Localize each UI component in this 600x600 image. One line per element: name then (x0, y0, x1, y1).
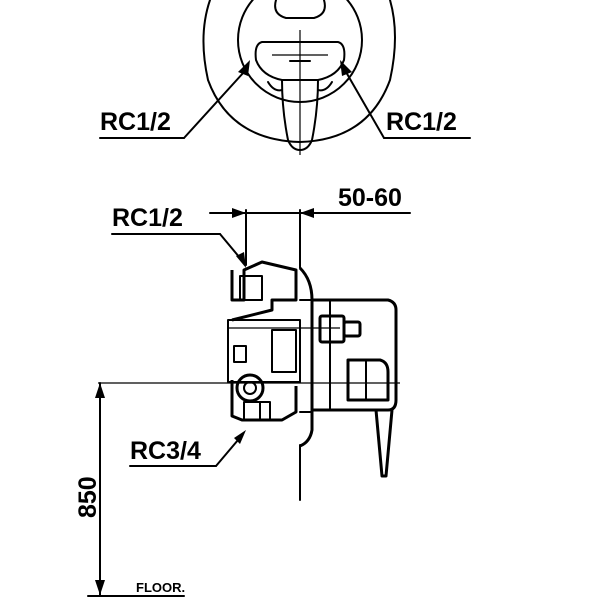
leader-left-arrowhead (238, 60, 250, 76)
dim-height-arrow-top (95, 383, 105, 398)
diverter-knob-profile (318, 314, 346, 344)
leader-side-arrowhead (236, 252, 246, 268)
dim-depth-arrow-left (232, 208, 246, 218)
leader-outlet-arrowhead (234, 430, 246, 444)
leader-right-arrowhead (340, 60, 352, 76)
diverter-knob-cap (342, 320, 362, 338)
dim-depth-arrow-right (300, 208, 314, 218)
label-inlet-side: RC1/2 (112, 204, 183, 232)
leader-outlet (215, 439, 239, 467)
front-view: RC1/2 RC1/2 (99, 0, 471, 155)
outlet-port-inner (243, 381, 257, 395)
label-inlet-left: RC1/2 (100, 108, 171, 136)
escutcheon-plate (202, 0, 396, 143)
dim-height-arrow-bottom (95, 580, 105, 595)
valve-body-mid (227, 319, 301, 383)
label-outlet: RC3/4 (130, 437, 201, 465)
handle-left-dimple (267, 81, 283, 92)
outlet-port-outer (235, 373, 265, 403)
escutcheon-inner (299, 299, 313, 413)
label-floor: FLOOR. (136, 580, 185, 595)
lever-handle-down (374, 409, 394, 478)
handle-right-dimple (317, 81, 333, 92)
label-inlet-right: RC1/2 (386, 108, 457, 136)
outlet-stub (243, 401, 271, 421)
side-view: 50-60 RC1/2 RC3/4 (74, 184, 411, 597)
valve-body-upper (230, 260, 298, 322)
leader-side (219, 233, 241, 259)
escutcheon-profile (298, 266, 314, 448)
valve-inlet-block (239, 275, 263, 301)
leader-right (345, 71, 385, 139)
valve-cartridge (271, 329, 297, 373)
lever-profile (346, 358, 390, 402)
diverter-knob (274, 0, 326, 19)
label-height: 850 (74, 476, 102, 518)
handle-profile (312, 298, 398, 412)
leader-left (183, 71, 245, 139)
valve-side-port (233, 345, 247, 363)
label-depth-range: 50-60 (338, 184, 402, 212)
